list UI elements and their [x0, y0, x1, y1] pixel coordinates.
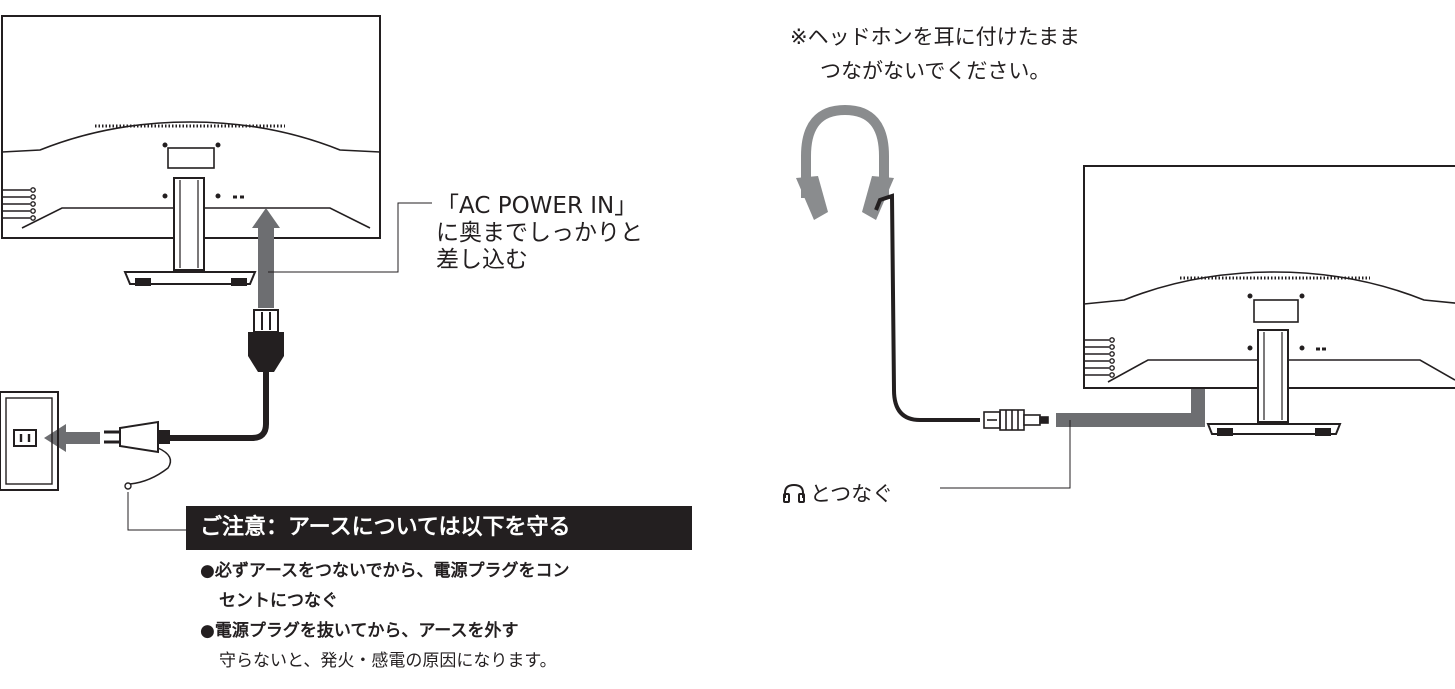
- power-insert-arrow-icon: [252, 208, 280, 308]
- ac-power-callout: 「AC POWER IN」 に奥までしっかりと 差し込む: [436, 193, 643, 274]
- warning-title: ご注意：アースについては以下を守る: [186, 506, 692, 550]
- headphone-symbol-icon: [783, 483, 805, 503]
- callout-leader-line: [268, 202, 432, 273]
- outlet-insert-arrow-icon: [44, 424, 100, 452]
- warning-item-1: ●必ずアースをつないでから、電源プラグをコン: [200, 561, 570, 581]
- warning-item-2-detail: 守らないと、発火・感電の原因になります。: [219, 651, 557, 671]
- note-line-1: ※ヘッドホンを耳に付けたまま: [790, 25, 1080, 49]
- callout-line-1: 「AC POWER IN」: [436, 193, 638, 219]
- callout-line-2: に奥までしっかりと: [436, 220, 643, 246]
- headphone-connect-text: とつなぐ: [810, 482, 894, 506]
- headphones-icon: [796, 104, 980, 422]
- warning-item-1-cont: セントにつなぐ: [219, 591, 338, 611]
- wall-outlet-icon: [0, 391, 59, 491]
- headphone-note: ※ヘッドホンを耳に付けたまま つながないでください。: [790, 20, 1080, 88]
- power-cable-icon: [168, 309, 284, 441]
- left-monitor-rear: [1, 15, 381, 286]
- note-line-2: つながないでください。: [820, 59, 1051, 83]
- audio-plug-icon: [983, 409, 1049, 431]
- right-monitor-rear: [1083, 165, 1455, 436]
- power-plug-icon: [104, 420, 186, 531]
- headphone-connect-label: とつなぐ: [782, 478, 893, 508]
- callout-line-3: 差し込む: [436, 247, 528, 273]
- warning-body: ●必ずアースをつないでから、電源プラグをコン セントにつなぐ ●電源プラグを抜い…: [186, 550, 692, 676]
- grounding-warning-box: ご注意：アースについては以下を守る ●必ずアースをつないでから、電源プラグをコン…: [186, 506, 692, 689]
- headphone-leader-line: [940, 420, 1071, 489]
- warning-item-2: ●電源プラグを抜いてから、アースを外す: [200, 621, 519, 641]
